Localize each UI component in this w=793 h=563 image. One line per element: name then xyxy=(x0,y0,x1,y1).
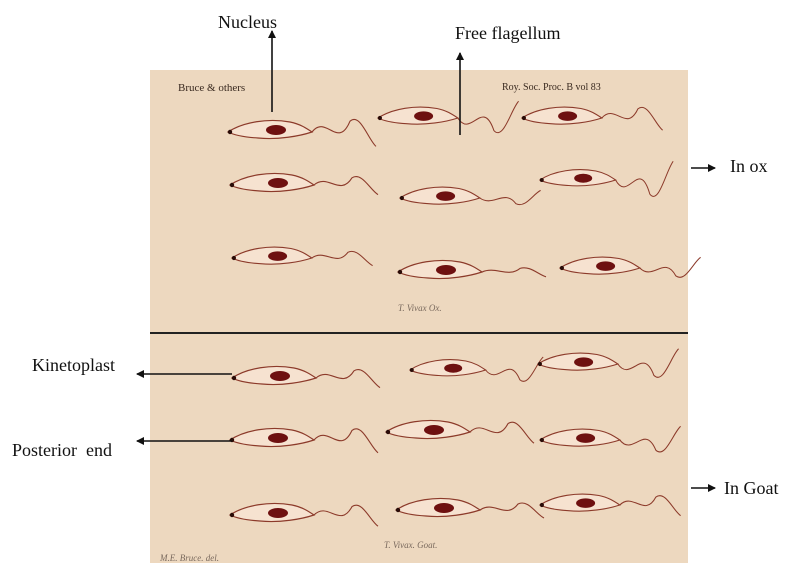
nucleus xyxy=(596,261,615,271)
kinetoplast xyxy=(396,508,400,512)
kinetoplast xyxy=(232,256,236,260)
nucleus xyxy=(434,503,454,513)
nucleus xyxy=(444,364,462,373)
kinetoplast-label: Kinetoplast xyxy=(32,355,115,376)
nucleus xyxy=(574,357,593,367)
kinetoplast xyxy=(232,376,236,380)
nucleus xyxy=(266,125,286,135)
kinetoplast xyxy=(410,368,414,372)
nucleus xyxy=(436,191,455,201)
kinetoplast xyxy=(560,266,564,270)
nucleus xyxy=(424,425,444,435)
posterior-end-label: Posterior end xyxy=(12,440,112,461)
caption-ox: T. Vivax Ox. xyxy=(398,303,442,313)
nucleus-label: Nucleus xyxy=(218,12,277,33)
free-flagellum-label: Free flagellum xyxy=(455,23,560,44)
in-ox-label: In ox xyxy=(730,156,768,177)
in-goat-label: In Goat xyxy=(724,478,778,499)
kinetoplast xyxy=(398,270,402,274)
kinetoplast xyxy=(540,438,544,442)
nucleus xyxy=(268,251,287,261)
kinetoplast xyxy=(228,130,232,134)
nucleus xyxy=(574,174,592,183)
nucleus xyxy=(436,265,456,275)
nucleus xyxy=(576,433,595,443)
caption-goat: T. Vivax. Goat. xyxy=(384,540,437,550)
plate-shading xyxy=(150,70,688,563)
nucleus xyxy=(576,498,595,508)
plate-reference: Roy. Soc. Proc. B vol 83 xyxy=(502,82,601,93)
plate-author: Bruce & others xyxy=(178,82,245,94)
artist-credit: M.E. Bruce. del. xyxy=(160,553,219,563)
nucleus xyxy=(268,433,288,443)
kinetoplast xyxy=(386,430,390,434)
nucleus xyxy=(268,178,288,188)
nucleus xyxy=(268,508,288,518)
nucleus xyxy=(270,371,290,381)
kinetoplast xyxy=(538,362,542,366)
kinetoplast xyxy=(378,116,382,120)
kinetoplast xyxy=(522,116,526,120)
kinetoplast xyxy=(230,513,234,517)
nucleus xyxy=(558,111,577,121)
kinetoplast xyxy=(230,183,234,187)
kinetoplast xyxy=(400,196,404,200)
kinetoplast xyxy=(540,178,544,182)
nucleus xyxy=(414,111,433,121)
kinetoplast xyxy=(540,503,544,507)
